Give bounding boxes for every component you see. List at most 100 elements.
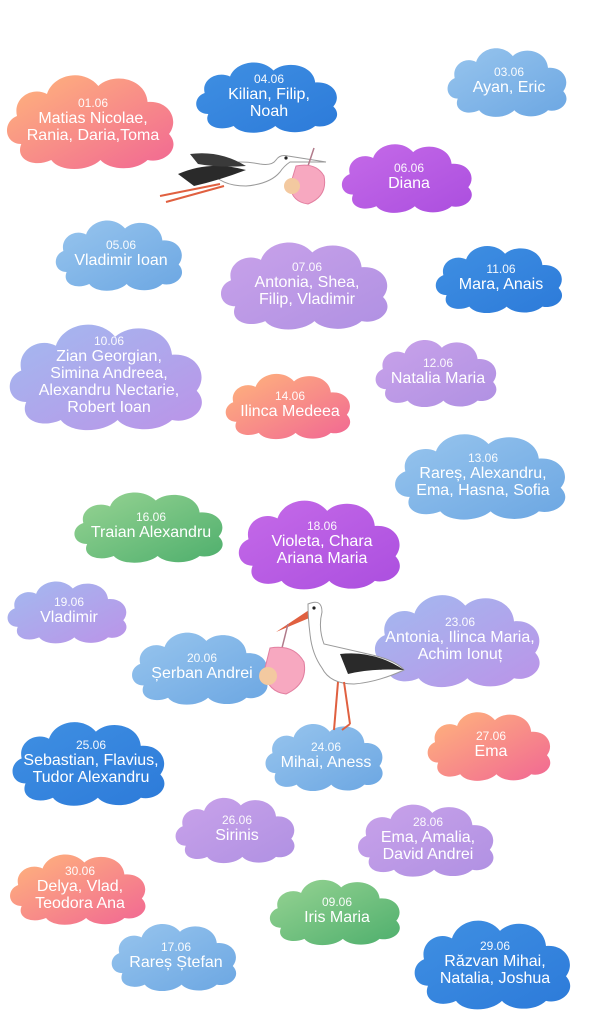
cloud-names: Natalia Maria xyxy=(390,370,486,387)
cloud-names: Matias Nicolae, Rania, Daria,Toma xyxy=(26,109,160,144)
cloud-shape xyxy=(238,500,400,590)
cloud-shape xyxy=(9,324,202,431)
cloud-shape xyxy=(74,492,223,563)
cloud-shape xyxy=(12,722,165,806)
cloud-shape xyxy=(220,242,388,330)
cloud-date: 03.06 xyxy=(493,65,525,79)
cloud-date: 13.06 xyxy=(467,450,499,465)
cloud-date: 28.06 xyxy=(412,814,444,829)
cloud-names: Traian Alexandru xyxy=(90,524,212,541)
cloud-shape xyxy=(435,246,563,313)
cloud-names: Ayan, Eric xyxy=(472,79,546,96)
cloud-date: 29.06 xyxy=(479,938,511,953)
cloud-names: Delya, Vlad, Teodora Ana xyxy=(35,877,125,912)
cloud-date: 20.06 xyxy=(186,651,218,665)
cloud-names: Mara, Anais xyxy=(458,276,544,293)
cloud-shape xyxy=(175,797,295,864)
cloud-shape xyxy=(447,48,567,117)
cloud-names: Antonia, Shea, Filip, Vladimir xyxy=(254,273,360,308)
cloud-date: 18.06 xyxy=(306,518,338,533)
cloud-shape xyxy=(341,144,472,213)
cloud-names: Sirinis xyxy=(215,827,259,844)
cloud-date: 12.06 xyxy=(422,356,454,370)
cloud-date: 06.06 xyxy=(393,161,425,175)
cloud-date: 05.06 xyxy=(105,238,137,252)
cloud-shape xyxy=(111,924,237,991)
cloud-names: Iris Maria xyxy=(304,909,370,926)
cloud-date: 25.06 xyxy=(75,737,107,752)
cloud-shape xyxy=(55,220,183,291)
cloud-shape xyxy=(225,373,351,440)
standing-stork-icon xyxy=(276,601,405,731)
cloud-shape xyxy=(427,712,551,781)
cloud-names: Vladimir xyxy=(40,609,98,626)
cloud-names: Mihai, Aness xyxy=(280,754,372,771)
cloud-names: Zian Georgian, Simina Andreea, Alexandru… xyxy=(38,347,180,416)
cloud-date: 10.06 xyxy=(93,333,125,348)
cloud-date: 01.06 xyxy=(77,95,109,110)
cloud-date: 14.06 xyxy=(274,389,306,403)
cloud-date: 07.06 xyxy=(291,259,323,274)
cloud-names: Vladimir Ioan xyxy=(74,252,168,269)
cloud-date: 23.06 xyxy=(444,614,476,629)
cloud-shape xyxy=(132,632,268,705)
cloud-shape xyxy=(374,595,540,688)
cloud-shape xyxy=(269,879,400,946)
cloud-names: Sebastian, Flavius, Tudor Alexandru xyxy=(23,751,159,786)
baby-bundle-icon xyxy=(259,623,306,695)
cloud-date: 09.06 xyxy=(321,895,353,909)
cloud-names: Rareș Ștefan xyxy=(129,954,223,971)
cloud-names: Ilinca Medeea xyxy=(240,403,340,420)
cloud-names: Diana xyxy=(388,175,430,192)
cloud-names: Antonia, Ilinca Maria, Achim Ionuț xyxy=(385,628,535,663)
cloud-shape xyxy=(6,75,174,169)
cloud-date: 19.06 xyxy=(53,595,85,609)
cloud-date: 30.06 xyxy=(64,863,96,878)
cloud-shape xyxy=(265,724,383,791)
cloud-names: Șerban Andrei xyxy=(151,665,253,682)
cloud-date: 26.06 xyxy=(221,813,253,827)
flying-stork-icon xyxy=(159,153,327,203)
cloud-shape xyxy=(414,920,571,1010)
cloud-date: 27.06 xyxy=(475,729,507,743)
cloud-names: Rareș, Alexandru, Ema, Hasna, Sofia xyxy=(416,464,550,499)
cloud-shape xyxy=(358,804,494,877)
cloud-shape xyxy=(196,62,338,133)
cloud-shape xyxy=(395,434,566,520)
cloud-date: 11.06 xyxy=(486,262,516,276)
cloud-names: Violeta, Chara Ariana Maria xyxy=(271,532,373,567)
cloud-shape xyxy=(10,854,146,925)
cloud-names: Ema xyxy=(474,743,508,760)
cloud-date: 17.06 xyxy=(160,940,192,954)
cloud-date: 16.06 xyxy=(135,510,167,524)
cloud-date: 24.06 xyxy=(310,740,342,754)
cloud-date: 04.06 xyxy=(253,71,285,86)
cloud-shape xyxy=(375,340,497,407)
cloud-names: Răzvan Mihai, Natalia, Joshua xyxy=(439,952,551,987)
cloud-names: Ema, Amalia, David Andrei xyxy=(380,828,476,863)
cloud-names: Kilian, Filip, Noah xyxy=(228,85,310,120)
